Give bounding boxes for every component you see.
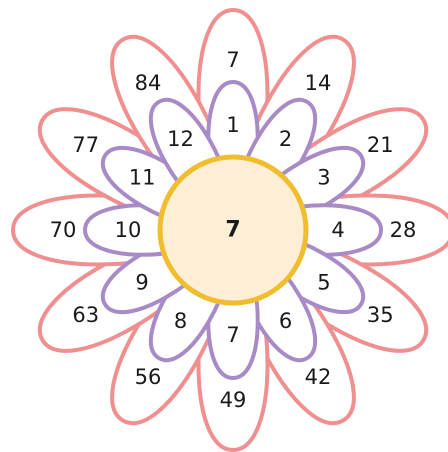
outer-petal-number: 7 xyxy=(226,48,239,72)
inner-petal-number: 1 xyxy=(226,113,239,137)
inner-petal-number: 9 xyxy=(135,271,148,295)
outer-petal-number: 70 xyxy=(50,218,77,242)
outer-petal-number: 14 xyxy=(305,71,332,95)
center-number: 7 xyxy=(225,218,240,243)
inner-petal-number: 11 xyxy=(129,166,156,190)
outer-petal-number: 77 xyxy=(72,133,99,157)
outer-petal-number: 49 xyxy=(220,388,247,412)
outer-petal-number: 56 xyxy=(135,365,162,389)
inner-petal-number: 7 xyxy=(226,323,239,347)
outer-petal-number: 21 xyxy=(367,133,394,157)
inner-petal-number: 6 xyxy=(279,309,292,333)
inner-petal-number: 4 xyxy=(331,218,344,242)
outer-petal-number: 84 xyxy=(135,71,162,95)
outer-petal-number: 35 xyxy=(367,303,394,327)
inner-petal-number: 8 xyxy=(174,309,187,333)
outer-petal-number: 63 xyxy=(72,303,99,327)
outer-petal-number: 28 xyxy=(390,218,417,242)
outer-petal-number: 42 xyxy=(305,365,332,389)
inner-petal-number: 2 xyxy=(279,127,292,151)
inner-petal-number: 12 xyxy=(167,127,194,151)
inner-petal-number: 5 xyxy=(317,271,330,295)
inner-petal-number: 10 xyxy=(115,218,142,242)
inner-petal-number: 3 xyxy=(317,166,330,190)
